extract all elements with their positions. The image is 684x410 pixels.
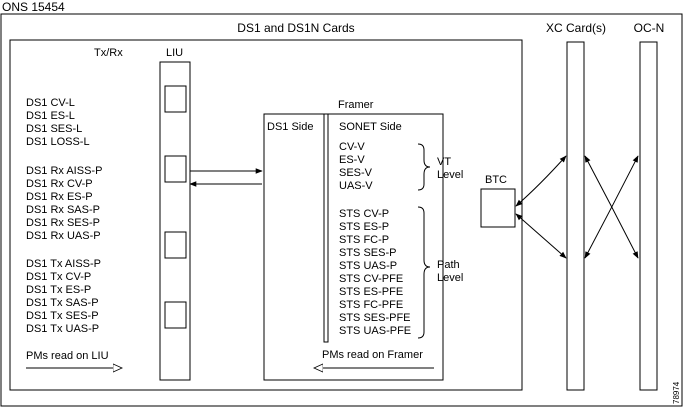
- framer-box: [263, 113, 444, 381]
- path-level-label: Level: [437, 272, 463, 284]
- btc-xc-lower-link: [515, 213, 567, 259]
- tx-pm-list: DS1 Tx AISS-P DS1 Tx CV-P DS1 Tx ES-P DS…: [26, 258, 101, 335]
- pm-item: DS1 Rx ES-P: [26, 191, 93, 203]
- pm-item: STS FC-PFE: [339, 299, 403, 311]
- pm-item: STS ES-PFE: [339, 286, 403, 298]
- ocn-title: OC-N: [634, 21, 665, 35]
- txrx-label: Tx/Rx: [94, 47, 123, 59]
- ons-label: ONS 15454: [2, 0, 65, 14]
- xc-ocn-cross-link-2: [584, 155, 639, 259]
- pm-item: STS FC-P: [339, 234, 389, 246]
- vt-level-label: VT: [437, 156, 451, 168]
- pm-item: DS1 ES-L: [26, 110, 75, 122]
- ds1-side-label: DS1 Side: [267, 121, 313, 133]
- pm-item: STS ES-P: [339, 221, 389, 233]
- figure-id: 78974: [672, 381, 681, 404]
- pm-item: DS1 Tx ES-P: [26, 284, 91, 296]
- ds1-cards-title: DS1 and DS1N Cards: [237, 21, 354, 35]
- pm-item: DS1 Tx AISS-P: [26, 258, 101, 270]
- pm-item: STS UAS-P: [339, 260, 397, 272]
- sonet-side-label: SONET Side: [339, 121, 402, 133]
- liu-port-4: [164, 301, 187, 329]
- path-level-label: Path: [437, 259, 460, 271]
- pm-item: STS CV-P: [339, 208, 389, 220]
- liu-port-3: [164, 231, 187, 259]
- pm-item: STS CV-PFE: [339, 273, 403, 285]
- rx-pm-list: DS1 Rx AISS-P DS1 Rx CV-P DS1 Rx ES-P DS…: [26, 165, 102, 242]
- path-pm-list: STS CV-P STS ES-P STS FC-P STS SES-P STS…: [339, 208, 411, 337]
- pm-item: DS1 Rx SAS-P: [26, 204, 100, 216]
- btc-box: [480, 188, 516, 228]
- btc-label: BTC: [485, 174, 507, 186]
- pm-item: DS1 Rx AISS-P: [26, 165, 102, 177]
- ocn-card: [639, 41, 658, 391]
- liu-label: LIU: [166, 47, 183, 59]
- vt-pm-list: CV-V ES-V SES-V UAS-V: [339, 141, 373, 192]
- pm-item: DS1 CV-L: [26, 97, 75, 109]
- pm-item: DS1 Tx SAS-P: [26, 297, 99, 309]
- ons-frame: [0, 13, 683, 407]
- pm-item: DS1 Tx UAS-P: [26, 323, 99, 335]
- path-brace: [417, 206, 431, 339]
- pm-item: STS SES-P: [339, 247, 396, 259]
- liu-port-2: [164, 155, 187, 183]
- vt-brace: [417, 143, 431, 191]
- xc-title: XC Card(s): [546, 21, 606, 35]
- pm-item: CV-V: [339, 141, 365, 153]
- pm-item: DS1 Rx UAS-P: [26, 230, 101, 242]
- pm-item: DS1 Tx CV-P: [26, 271, 91, 283]
- framer-divider: [323, 113, 329, 343]
- pm-item: DS1 Tx SES-P: [26, 310, 99, 322]
- pm-item: DS1 Rx SES-P: [26, 217, 100, 229]
- framer-read-label: PMs read on Framer: [322, 349, 423, 361]
- pm-item: ES-V: [339, 154, 365, 166]
- line-pm-list: DS1 CV-L DS1 ES-L DS1 SES-L DS1 LOSS-L: [26, 97, 90, 148]
- pm-item: DS1 Rx CV-P: [26, 178, 93, 190]
- pm-item: UAS-V: [339, 180, 373, 192]
- vt-level-label: Level: [437, 169, 463, 181]
- pm-item: SES-V: [339, 167, 373, 179]
- pm-item: STS UAS-PFE: [339, 325, 411, 337]
- liu-block: [159, 61, 191, 381]
- framer-label: Framer: [338, 99, 374, 111]
- xc-card: [566, 41, 585, 391]
- btc-xc-upper-link: [515, 155, 567, 207]
- pm-item: DS1 SES-L: [26, 123, 82, 135]
- liu-read-label: PMs read on LIU: [26, 350, 109, 362]
- pm-item: STS SES-PFE: [339, 312, 411, 324]
- pm-item: DS1 LOSS-L: [26, 136, 90, 148]
- liu-port-1: [164, 85, 187, 113]
